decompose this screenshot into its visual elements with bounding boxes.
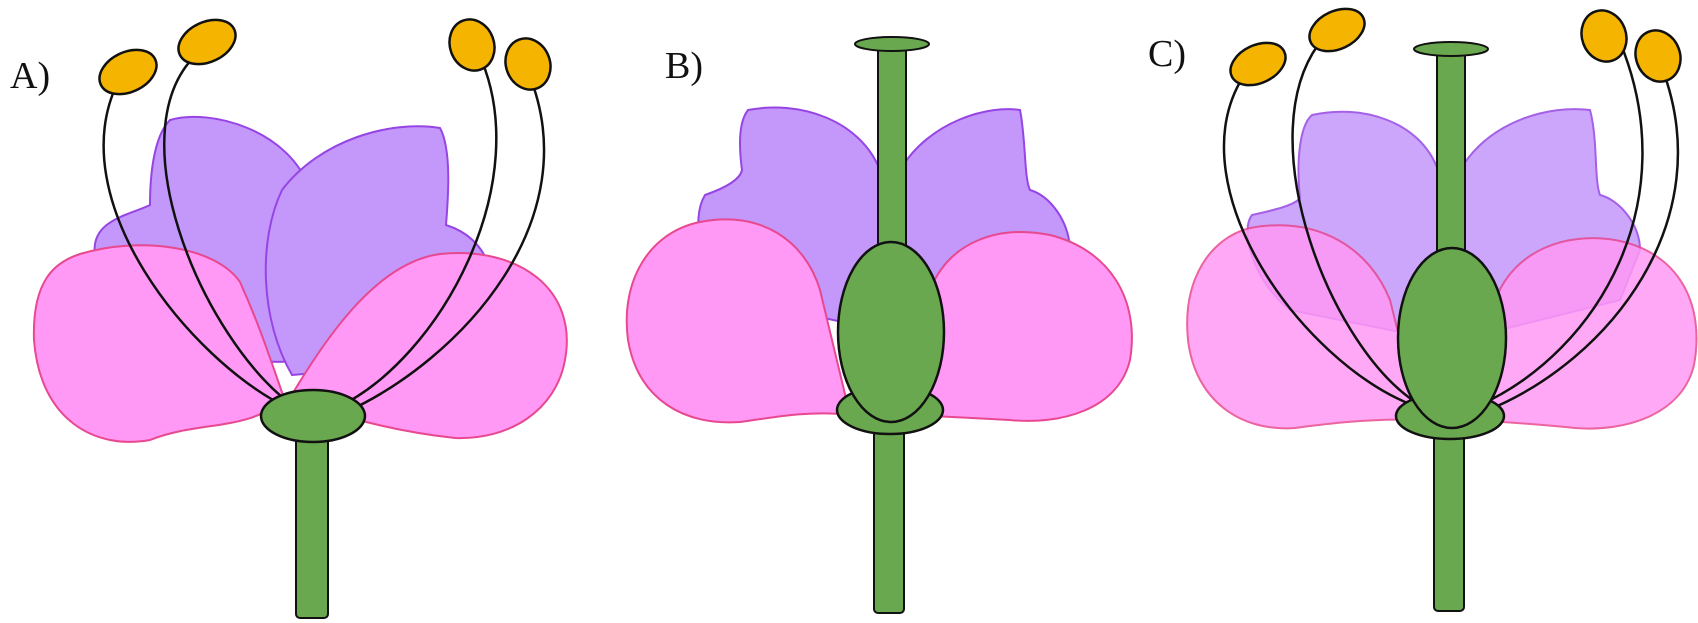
panel-b: B)	[627, 37, 1132, 613]
panel-a-label: A)	[10, 55, 50, 97]
anther-1	[1224, 35, 1293, 94]
panel-c: C)	[1148, 1, 1697, 611]
stem	[1434, 428, 1464, 611]
anther-4	[498, 32, 557, 96]
anther-3	[1574, 4, 1633, 68]
receptacle	[261, 390, 365, 442]
panel-a: A)	[10, 11, 567, 618]
pistil-ovary	[838, 242, 944, 422]
anther-2	[171, 11, 242, 73]
pistil-stigma	[1414, 42, 1488, 56]
stem	[874, 425, 904, 613]
pistil-stigma	[855, 37, 929, 51]
anther-4	[1628, 24, 1687, 88]
panel-c-label: C)	[1148, 33, 1186, 75]
anther-3	[442, 13, 501, 77]
pistil-style	[878, 46, 906, 256]
panel-b-label: B)	[665, 45, 703, 87]
anthers	[92, 11, 557, 103]
pistil-style	[1437, 50, 1465, 260]
anther-1	[92, 41, 163, 103]
pistil-ovary	[1398, 248, 1506, 428]
stem	[296, 418, 328, 618]
